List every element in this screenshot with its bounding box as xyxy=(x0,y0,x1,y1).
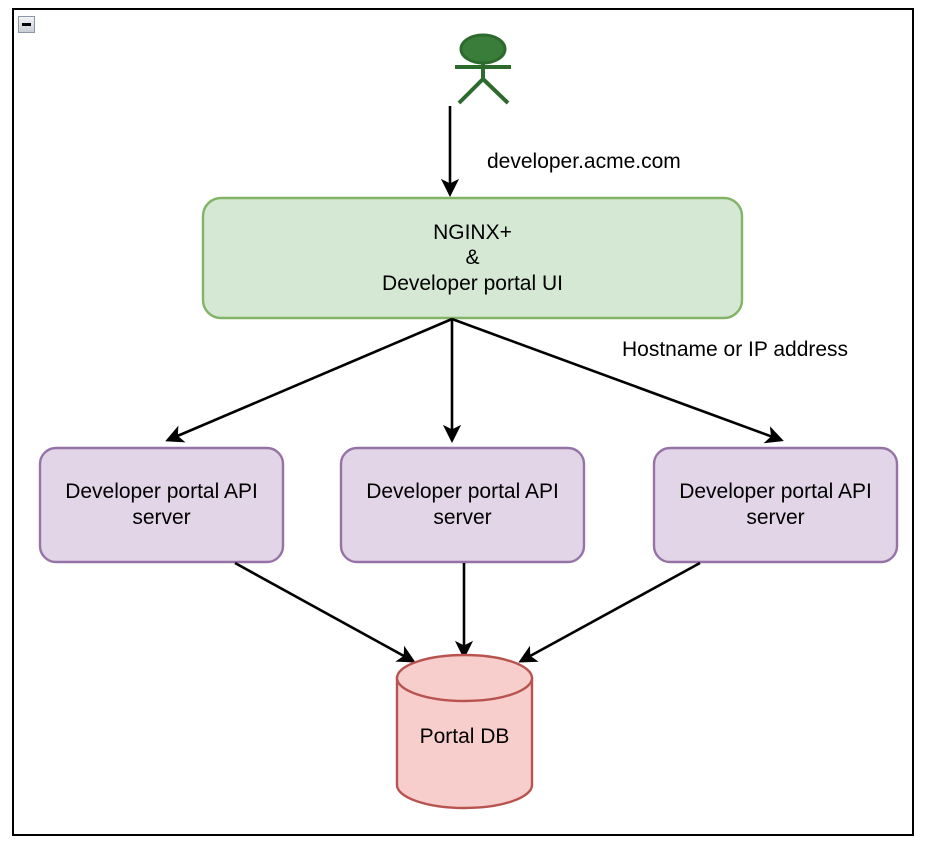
collapse-toggle-button[interactable] xyxy=(18,16,35,33)
diagram-frame xyxy=(12,8,914,836)
minus-icon xyxy=(22,23,31,26)
